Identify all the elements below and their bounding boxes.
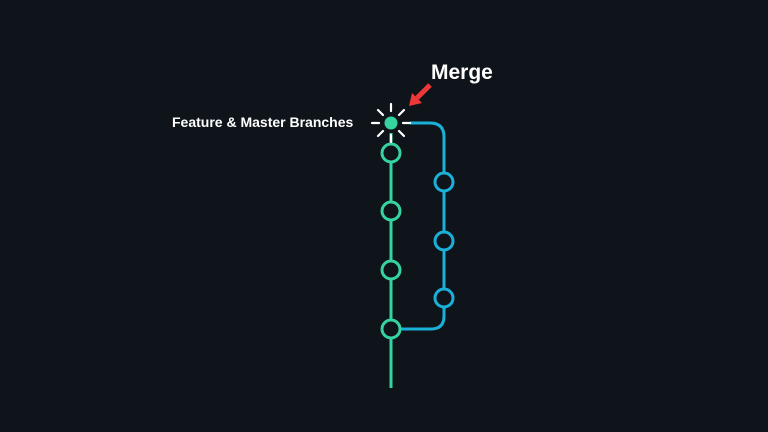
merge-commit xyxy=(370,102,412,144)
master-commit-4 xyxy=(380,318,402,340)
master-commit-1 xyxy=(380,142,402,164)
master-commit-3 xyxy=(380,259,402,281)
feature-branch-line xyxy=(401,121,446,331)
feature-commit-2 xyxy=(433,230,455,252)
feature-commits xyxy=(433,171,455,309)
sparkle-icon xyxy=(370,102,412,144)
feature-commit-3 xyxy=(433,287,455,309)
branches-label: Feature & Master Branches xyxy=(172,114,354,130)
merge-label: Merge xyxy=(431,61,493,84)
feature-commit-1 xyxy=(433,171,455,193)
merge-arrow-icon xyxy=(409,83,432,106)
master-commits xyxy=(380,142,402,340)
master-commit-2 xyxy=(380,200,402,222)
